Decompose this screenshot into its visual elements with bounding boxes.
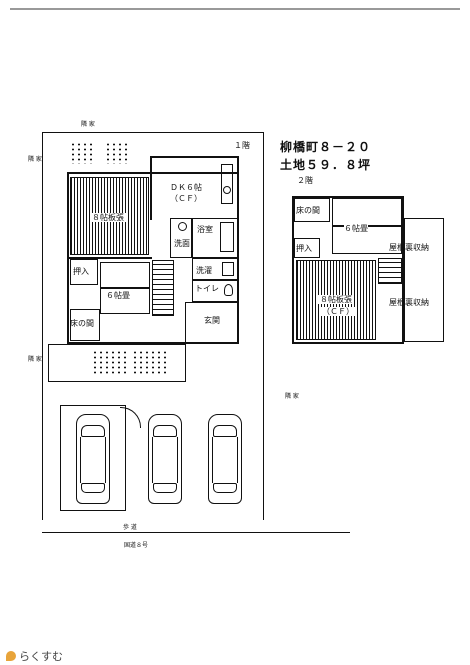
toilet-room (192, 280, 239, 302)
wash-basin-icon (178, 222, 187, 231)
floor2-stairs (378, 258, 402, 284)
sidewalk-line (42, 532, 350, 533)
floor2-label: ２階 (297, 176, 313, 185)
neighbor-right-label: 隣 家 (285, 393, 299, 400)
dk-label: ＤＫ６帖 (170, 183, 202, 192)
land-area: 土地５９．８坪 (280, 158, 372, 172)
road-label: 国道８号 (124, 542, 149, 549)
alcove-1f (70, 309, 100, 341)
kitchen-counter (221, 164, 233, 204)
brand-logo: らくすむ (6, 648, 63, 664)
closet-2f (294, 238, 320, 258)
dk-right-wall (237, 156, 239, 174)
site-boundary (42, 132, 264, 520)
room8-2f-wood-floor (296, 260, 376, 340)
floor2-outline (292, 196, 404, 344)
laundry-label: 洗濯 (196, 266, 212, 275)
floor1-label: １階 (234, 141, 250, 150)
closet-label: 押入 (73, 267, 89, 276)
garage-outline (60, 405, 126, 511)
stove-icon (223, 186, 231, 194)
garden-planting-front-2 (132, 350, 166, 376)
brand-mark-icon (6, 651, 16, 661)
tatami-mat (100, 262, 150, 288)
room6-label: ６帖畳 (106, 291, 130, 300)
entrance-hall (185, 302, 239, 344)
car-icon (76, 414, 110, 504)
entrance-label: 玄関 (204, 316, 220, 325)
neighbor-left-mid-label: 隣 家 (28, 356, 42, 363)
sidewalk-label: 歩 道 (123, 524, 137, 531)
toilet-icon (224, 284, 233, 296)
alcove-2f (294, 198, 330, 222)
room8-label: ８帖板張 (90, 213, 126, 222)
garden-planting-top-2 (105, 142, 131, 164)
neighbor-top-label: 隣 家 (81, 121, 95, 128)
laundry-room (192, 258, 239, 280)
dk-floor-label: （ＣＦ） (170, 194, 202, 203)
property-address: 柳橋町８－２０ (280, 140, 372, 154)
bath-label: 浴室 (197, 225, 213, 234)
attic-storage-1-label: 屋根裏収納 (389, 243, 429, 252)
floor1-stairs (152, 260, 174, 316)
bath-room (192, 218, 239, 258)
tatami-mat (100, 288, 150, 314)
garden-planting-top-1 (70, 142, 96, 164)
washroom (170, 218, 192, 258)
garden-planting-front-1 (92, 350, 126, 376)
alcove-label: 床の間 (70, 319, 94, 328)
porch-canopy (48, 344, 186, 382)
closet-2f-label: 押入 (296, 244, 312, 253)
room6-top-wall (67, 257, 152, 259)
bathtub-icon (220, 222, 234, 252)
toilet-label: トイレ (195, 284, 219, 293)
washroom-label: 洗面 (174, 239, 190, 248)
dk-top-wall (150, 156, 239, 158)
scan-edge-line (10, 8, 460, 10)
room8-2f-label: ８帖板張 (318, 295, 354, 304)
car-icon (148, 414, 182, 504)
dk-left-wall (150, 156, 152, 220)
car-icon (208, 414, 242, 504)
attic-storage-2-label: 屋根裏収納 (389, 298, 429, 307)
washing-machine-icon (222, 262, 234, 276)
attic-storage-outline (404, 218, 444, 342)
room6-2f-label: ６帖畳 (344, 224, 368, 233)
brand-name: らくすむ (19, 650, 63, 663)
room8-2f-floor-label: （ＣＦ） (320, 307, 356, 316)
tatami-mat (332, 198, 402, 226)
closet-1f (70, 259, 98, 285)
alcove-2f-label: 床の間 (296, 206, 320, 215)
neighbor-left-top-label: 隣 家 (28, 156, 42, 163)
